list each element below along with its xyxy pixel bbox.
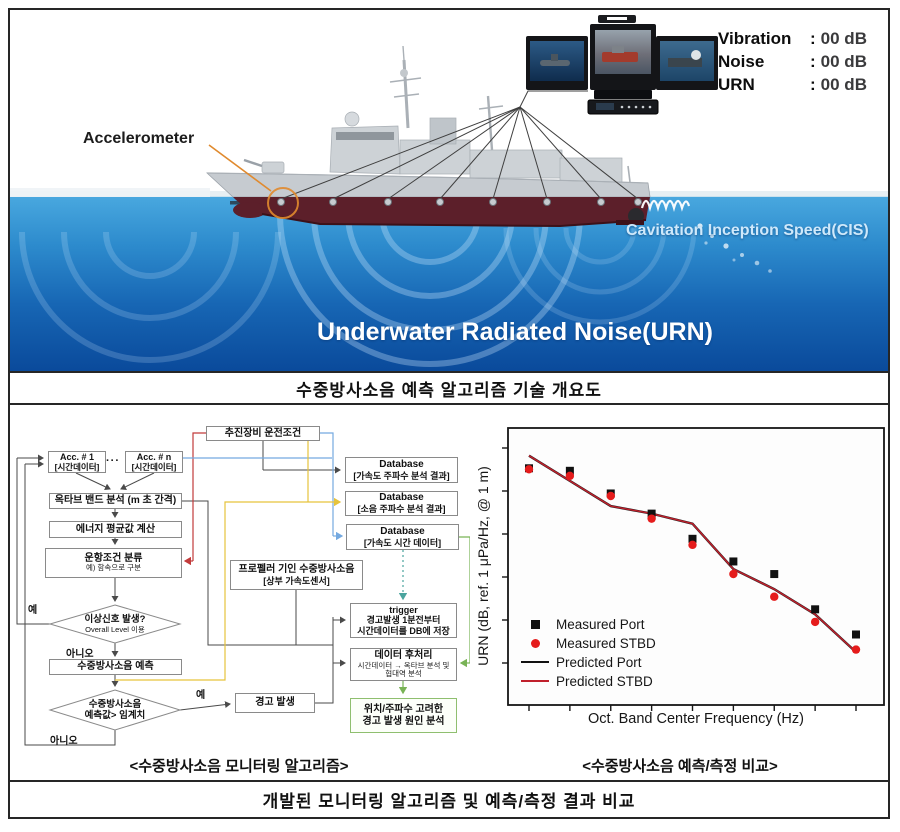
flow-ellipsis: ··· <box>106 455 120 467</box>
flow-node-trigger: trigger 경고발생 1분전부터 시간데이터를 DB에 저장 <box>350 603 457 638</box>
flow-node-propeller-urn: 프로펠러 기인 수중방사소음 [상부 가속도센서] <box>230 560 363 590</box>
legend-item-predicted-port: Predicted Port <box>520 654 656 670</box>
edge-label-yes-2: 예 <box>196 690 206 701</box>
flow-node-acc1: Acc. # 1 [시간데이터] <box>48 451 106 473</box>
circle-marker-icon <box>520 638 550 648</box>
chart-x-axis-label: Oct. Band Center Frequency (Hz) <box>588 711 804 727</box>
flow-decision-abnormal-signal: 이상신호 발생? Overall Level 이용 <box>84 613 146 634</box>
cis-label: Cavitation Inception Speed(CIS) <box>626 222 869 239</box>
flow-node-octave-band: 옥타브 밴드 분석 (m 초 간격) <box>49 493 182 509</box>
accelerometer-label: Accelerometer <box>83 130 195 147</box>
legend-item-measured-stbd: Measured STBD <box>520 635 656 651</box>
bottom-caption: 개발된 모니터링 알고리즘 및 예측/측정 결과 비교 <box>262 792 636 811</box>
ripple-arcs <box>19 213 697 367</box>
red-line-marker-icon <box>520 680 550 682</box>
cavitation-bubbles <box>640 199 772 273</box>
square-marker-icon <box>520 619 550 629</box>
flow-node-alarm: 경고 발생 <box>235 693 315 713</box>
flow-node-energy-average: 에너지 평균값 계산 <box>49 521 182 538</box>
top-caption: 수중방사소음 예측 알고리즘 기술 개요도 <box>296 380 602 400</box>
accelerometer-callout <box>208 144 299 219</box>
signal-readouts: Vibration:00 dB Noise:00 dB URN:00 dB <box>718 28 867 96</box>
top-caption-row: 수중방사소음 예측 알고리즘 기술 개요도 <box>8 371 890 405</box>
legend-item-measured-port: Measured Port <box>520 616 656 632</box>
chart-caption: <수중방사소음 예측/측정 비교> <box>582 758 778 775</box>
flow-node-postprocessing: 데이터 후처리 시간데이터 → 옥타브 분석 및 협대역 분석 <box>350 648 457 681</box>
edge-label-no-2: 아니오 <box>50 736 78 747</box>
flow-node-operating-condition: 운항조건 분류 예) 함속으로 구분 <box>45 548 182 578</box>
readout-urn: URN:00 dB <box>718 75 867 94</box>
flow-decision-threshold: 수중방사소음 예측값> 임계치 <box>84 698 146 721</box>
urn-label: Underwater Radiated Noise(URN) <box>317 318 713 346</box>
flow-node-db-accel-time: Database [가속도 시간 데이터] <box>346 524 459 550</box>
accelerometer-dots <box>277 198 642 206</box>
flow-node-urn-prediction: 수중방사소음 예측 <box>49 659 182 675</box>
chart-y-axis-label: URN (dB, ref. 1 μPa/Hz, @ 1 m) <box>475 466 491 666</box>
flow-node-db-accel-freq: Database [가속도 주파수 분석 결과] <box>345 457 458 483</box>
chart-legend: Measured Port Measured STBD Predicted Po… <box>520 616 656 689</box>
legend-item-predicted-stbd: Predicted STBD <box>520 673 656 689</box>
flow-node-cause-analysis: 위치/주파수 고려한 경고 발생 원인 분석 <box>350 698 457 733</box>
flow-node-propulsion-condition: 추진장비 운전조건 <box>206 426 320 441</box>
urn-comparison-chart <box>502 427 885 711</box>
flowchart-caption: <수중방사소음 모니터링 알고리즘> <box>129 758 349 775</box>
black-line-marker-icon <box>520 661 550 663</box>
readout-vibration: Vibration:00 dB <box>718 29 867 48</box>
flow-node-accn: Acc. # n [시간데이터] <box>125 451 183 473</box>
flow-node-db-noise-freq: Database [소음 주파수 분석 결과] <box>345 491 458 516</box>
ship-illustration <box>10 15 888 371</box>
readout-noise: Noise:00 dB <box>718 52 867 71</box>
monitor-console <box>526 15 718 115</box>
edge-label-no-1: 아니오 <box>66 649 94 660</box>
edge-label-yes-1: 예 <box>28 605 38 616</box>
sensor-cables <box>280 90 639 200</box>
bottom-caption-row: 개발된 모니터링 알고리즘 및 예측/측정 결과 비교 <box>8 780 890 819</box>
flowchart-connectors <box>16 432 470 746</box>
